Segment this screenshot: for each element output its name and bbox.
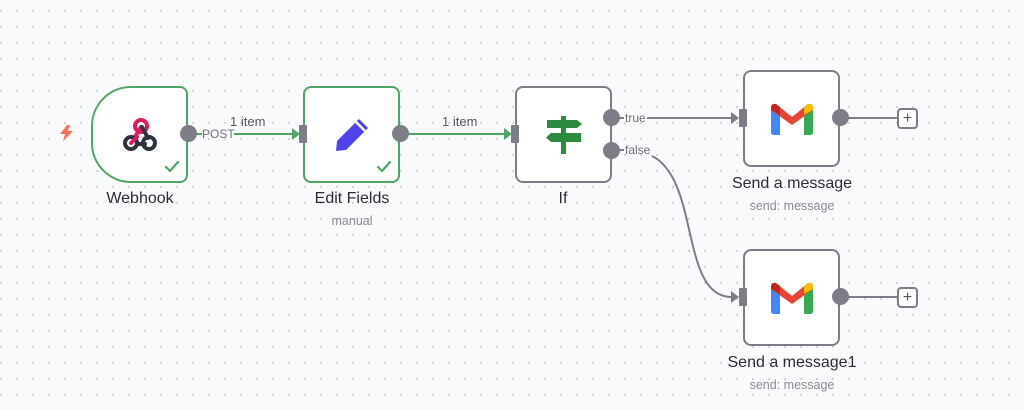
- output-handle[interactable]: [832, 288, 849, 305]
- node-if[interactable]: [515, 86, 612, 183]
- node-send-message1[interactable]: [743, 249, 840, 346]
- add-node-button[interactable]: +: [897, 287, 918, 308]
- edge-arrowhead: [731, 291, 739, 303]
- lightning-bolt-icon: [60, 125, 73, 141]
- input-handle[interactable]: [511, 125, 519, 143]
- edge-arrowhead: [731, 112, 739, 124]
- edge-output-label-true: true: [625, 111, 646, 125]
- output-handle-false[interactable]: [603, 142, 620, 159]
- input-handle[interactable]: [739, 288, 747, 306]
- node-edit-fields[interactable]: [303, 86, 400, 183]
- node-label: Send a message1: [727, 354, 857, 371]
- output-handle[interactable]: [180, 125, 197, 142]
- output-handle-true[interactable]: [603, 109, 620, 126]
- node-subtitle: send: message: [749, 199, 835, 213]
- edge-if-false-send-message1[interactable]: [651, 155, 732, 298]
- node-label: If: [558, 190, 568, 207]
- node-send-message[interactable]: [743, 70, 840, 167]
- edge-arrowhead: [292, 128, 300, 140]
- input-handle[interactable]: [739, 109, 747, 127]
- node-webhook[interactable]: [91, 86, 188, 183]
- success-check-icon: [164, 160, 180, 173]
- node-label: Edit Fields: [314, 190, 390, 207]
- signpost-icon: [545, 115, 582, 154]
- edge-items-label: 1 item: [442, 114, 478, 129]
- gmail-icon: [770, 103, 813, 135]
- edge-items-label: 1 item: [230, 114, 266, 129]
- output-handle[interactable]: [392, 125, 409, 142]
- node-label: Send a message: [731, 175, 853, 192]
- input-handle[interactable]: [299, 125, 307, 143]
- output-handle[interactable]: [832, 109, 849, 126]
- edge-arrowhead: [504, 128, 512, 140]
- node-label: Webhook: [106, 190, 174, 207]
- node-subtitle: manual: [331, 214, 373, 228]
- gmail-icon: [770, 282, 813, 314]
- edge-output-label-false: false: [625, 143, 651, 157]
- add-node-button[interactable]: +: [897, 108, 918, 129]
- webhook-icon: [122, 117, 157, 151]
- pencil-icon: [335, 118, 368, 151]
- edge-output-label: POST: [202, 127, 235, 141]
- node-subtitle: send: message: [749, 378, 835, 392]
- success-check-icon: [376, 160, 392, 173]
